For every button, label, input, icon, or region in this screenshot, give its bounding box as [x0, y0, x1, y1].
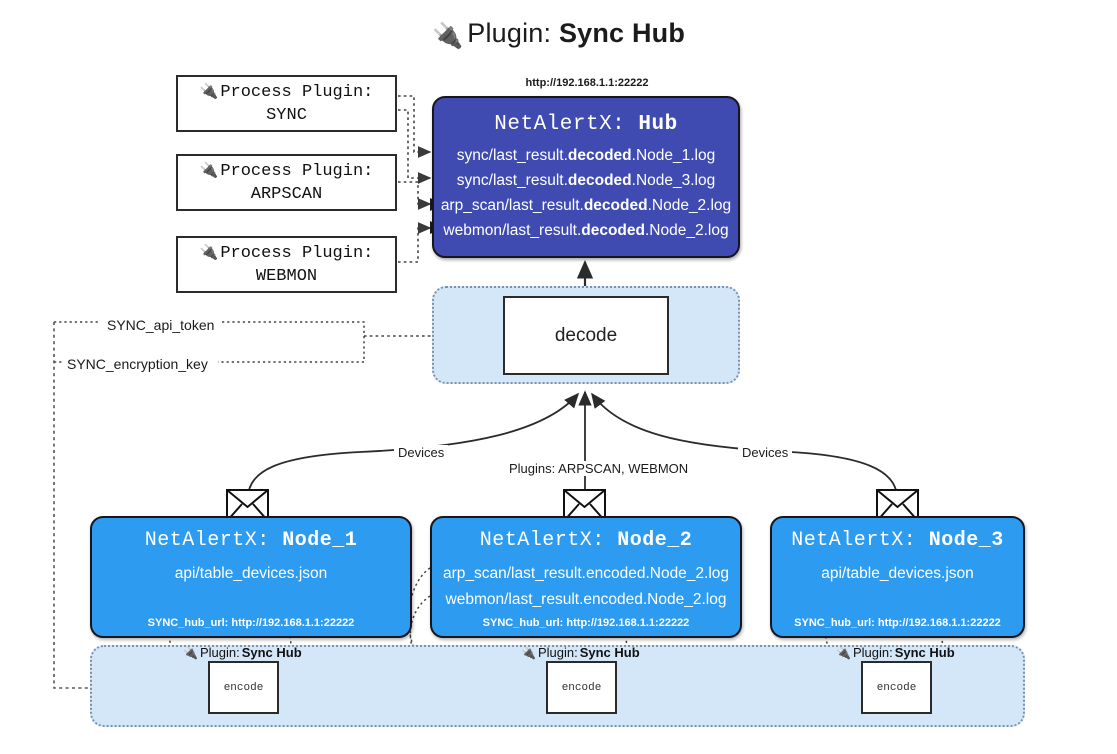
process-plugin-value: WEBMON [255, 266, 318, 286]
encode-box-1[interactable]: encode [208, 661, 279, 714]
encode-plugin-label: Plugin: [199, 645, 240, 660]
node-line-list: api/table_devices.json [92, 561, 410, 587]
process-plugin-value: ARPSCAN [250, 184, 323, 204]
process-plugin-value: SYNC [266, 105, 307, 125]
node-line: arp_scan/last_result.encoded.Node_2.log [442, 565, 730, 582]
encode-plugin-label-1: 🔌 Plugin: Sync Hub [183, 645, 302, 660]
node-footer: SYNC_hub_url: http://192.168.1.1:22222 [147, 617, 355, 629]
hub-line: webmon/last_result.decoded.Node_2.log [443, 222, 729, 239]
node-name-label: Node_3 [928, 529, 1004, 552]
encode-plugin-value: Sync Hub [579, 645, 640, 660]
plug-icon: 🔌 [431, 22, 464, 50]
node-app-label: NetAlertX: [791, 529, 917, 552]
edge-label-devices-right: Devices [738, 445, 793, 460]
sync-encryption-key-label: SYNC_encryption_key [64, 356, 211, 372]
node-app-label: NetAlertX: [144, 529, 270, 552]
process-plugin-sync[interactable]: 🔌 Process Plugin: SYNC [176, 75, 397, 132]
hub-node[interactable]: NetAlertX: Hub sync/last_result.decoded.… [432, 96, 740, 258]
hub-line: arp_scan/last_result.decoded.Node_2.log [440, 197, 732, 214]
node-3[interactable]: NetAlertX: Node_3 api/table_devices.json… [770, 516, 1025, 638]
page-title-label: Plugin: [467, 18, 552, 48]
edge-label-plugins: Plugins: ARPSCAN, WEBMON [505, 461, 693, 476]
node-title: NetAlertX: Node_1 [92, 529, 410, 552]
plug-icon: 🔌 [836, 645, 851, 660]
decode-box[interactable]: decode [503, 296, 669, 375]
page-title: 🔌Plugin: Sync Hub [0, 16, 1117, 53]
node-app-label: NetAlertX: [479, 529, 605, 552]
sync-api-token-label: SYNC_api_token [104, 317, 218, 333]
process-plugin-label: Process Plugin: [220, 161, 374, 181]
plug-icon: 🔌 [199, 162, 219, 180]
node-line: webmon/last_result.encoded.Node_2.log [445, 591, 727, 608]
node-footer: SYNC_hub_url: http://192.168.1.1:22222 [482, 617, 690, 629]
hub-line: sync/last_result.decoded.Node_1.log [456, 147, 716, 164]
hub-line: sync/last_result.decoded.Node_3.log [456, 172, 716, 189]
encode-plugin-label-2: 🔌 Plugin: Sync Hub [521, 645, 640, 660]
node-footer: SYNC_hub_url: http://192.168.1.1:22222 [794, 617, 1001, 629]
plug-icon: 🔌 [199, 244, 219, 262]
node-2[interactable]: NetAlertX: Node_2 arp_scan/last_result.e… [430, 516, 742, 638]
node-1[interactable]: NetAlertX: Node_1 api/table_devices.json… [90, 516, 412, 638]
node-line-list: arp_scan/last_result.encoded.Node_2.log … [432, 561, 740, 613]
node-title: NetAlertX: Node_3 [772, 529, 1023, 552]
encode-box-2[interactable]: encode [546, 661, 617, 714]
process-plugin-webmon[interactable]: 🔌 Process Plugin: WEBMON [176, 236, 397, 293]
encode-plugin-value: Sync Hub [894, 645, 955, 660]
plug-icon: 🔌 [183, 645, 198, 660]
node-name-label: Node_1 [282, 529, 358, 552]
hub-line-list: sync/last_result.decoded.Node_1.log sync… [434, 143, 738, 243]
node-line-list: api/table_devices.json [772, 561, 1023, 587]
node-title: NetAlertX: Node_2 [432, 529, 740, 552]
encode-box-3[interactable]: encode [861, 661, 932, 714]
edge-label-devices-left: Devices [394, 445, 449, 460]
process-plugin-label: Process Plugin: [220, 82, 374, 102]
process-plugin-arpscan[interactable]: 🔌 Process Plugin: ARPSCAN [176, 154, 397, 211]
encode-plugin-label-3: 🔌 Plugin: Sync Hub [836, 645, 955, 660]
hub-url-label: http://192.168.1.1:22222 [525, 77, 649, 89]
process-plugin-label: Process Plugin: [220, 243, 374, 263]
node-line: api/table_devices.json [174, 565, 328, 582]
node-line: api/table_devices.json [821, 565, 974, 582]
hub-title: NetAlertX: Hub [434, 113, 738, 136]
encode-plugin-value: Sync Hub [241, 645, 302, 660]
hub-app-label: NetAlertX: [494, 113, 626, 136]
encode-plugin-label: Plugin: [852, 645, 893, 660]
hub-name-label: Hub [638, 113, 678, 136]
page-title-value: Sync Hub [558, 18, 686, 48]
node-name-label: Node_2 [617, 529, 693, 552]
encode-plugin-label: Plugin: [537, 645, 578, 660]
plug-icon: 🔌 [521, 645, 536, 660]
plug-icon: 🔌 [199, 83, 219, 101]
